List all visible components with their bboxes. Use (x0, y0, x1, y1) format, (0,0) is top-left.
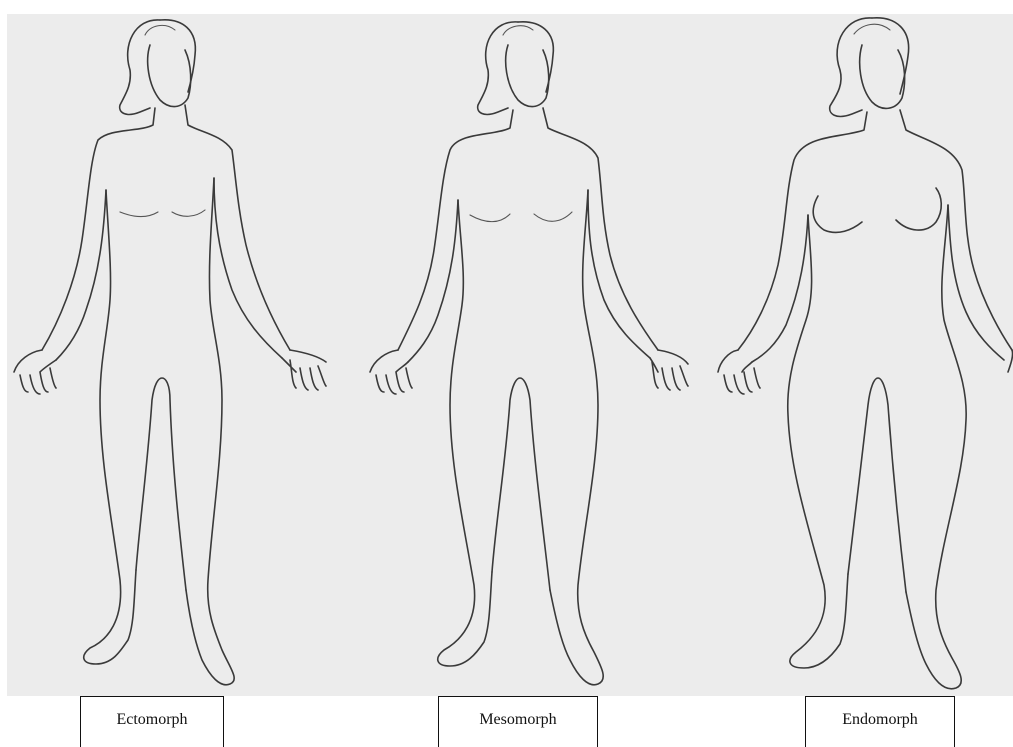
ectomorph-label: Ectomorph (81, 711, 223, 729)
mesomorph-label-box: Mesomorph (438, 696, 598, 747)
endomorph-label: Endomorph (806, 711, 954, 729)
ectomorph-label-box: Ectomorph (80, 696, 224, 747)
endomorph-label-box: Endomorph (805, 696, 955, 747)
mesomorph-label: Mesomorph (439, 711, 597, 729)
